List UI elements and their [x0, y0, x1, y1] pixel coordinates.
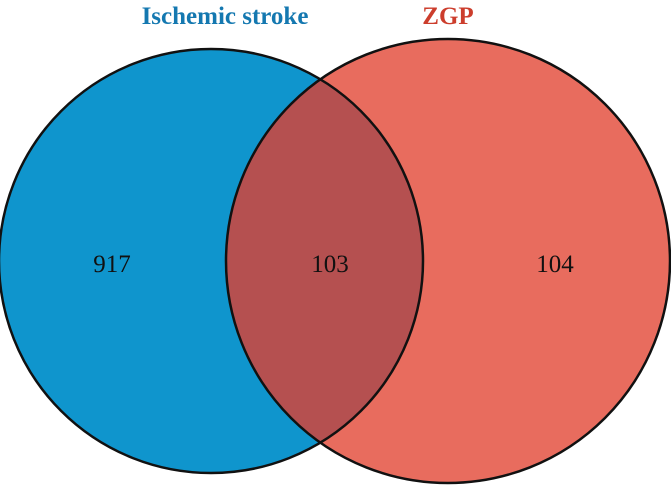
set-label-zgp: ZGP	[422, 3, 473, 30]
set-outline-zgp	[224, 37, 671, 485]
set-outline-ischemic-stroke	[0, 47, 425, 475]
set-label-ischemic-stroke: Ischemic stroke	[142, 3, 309, 30]
intersection-region	[226, 49, 423, 473]
count-left-only: 917	[93, 251, 131, 278]
count-intersection: 103	[311, 251, 349, 278]
count-right-only: 104	[536, 251, 574, 278]
